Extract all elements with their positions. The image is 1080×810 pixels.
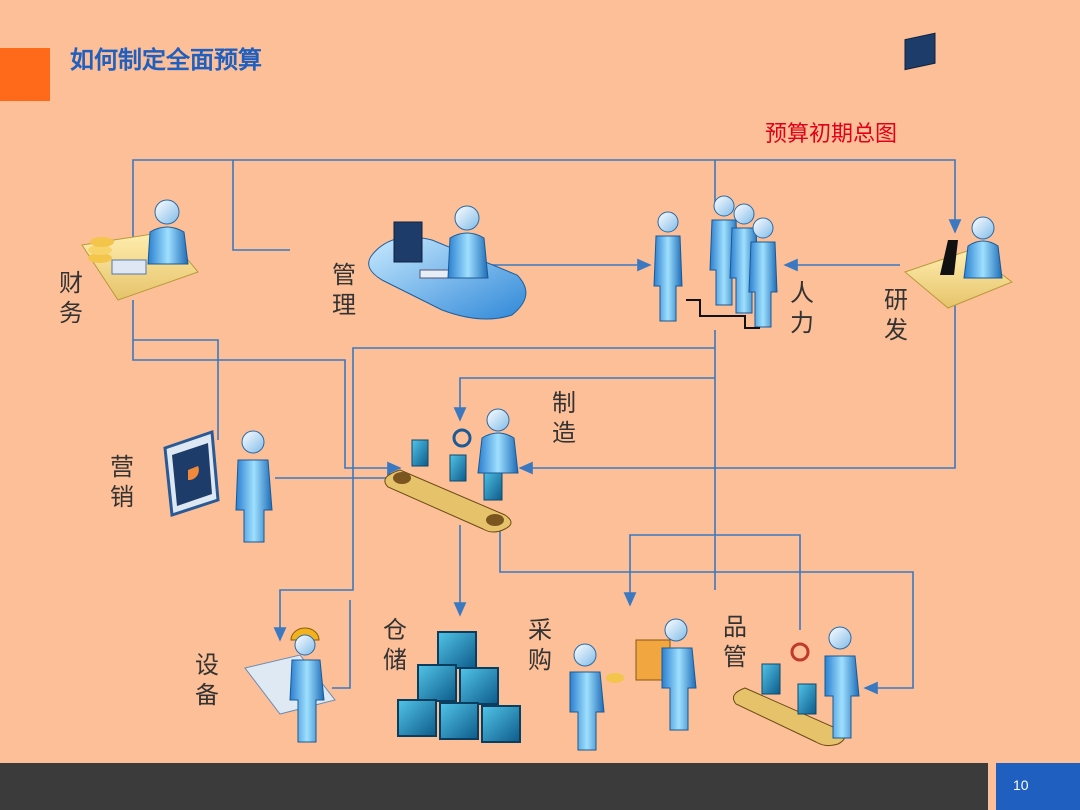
purchasing-figure — [569, 618, 697, 751]
connector-lines — [132, 159, 962, 695]
node-label-manufacturing: 制造 — [552, 389, 576, 447]
page-number: 10 — [1013, 777, 1029, 793]
node-label-purchasing: 采购 — [528, 616, 552, 674]
node-label-rnd: 研发 — [884, 286, 908, 344]
footer-bar — [0, 763, 1080, 810]
hr-figures — [653, 195, 778, 329]
node-label-equipment: 设备 — [195, 651, 219, 709]
node-label-warehouse: 仓储 — [383, 616, 407, 674]
accent-square — [0, 48, 50, 101]
footer-separator — [988, 763, 996, 810]
node-label-marketing: 营销 — [110, 453, 134, 511]
node-label-hr: 人力 — [790, 279, 814, 337]
management-figure — [368, 205, 527, 320]
page-number-box — [996, 763, 1080, 810]
node-label-quality: 品管 — [723, 613, 747, 671]
finance-figure — [81, 199, 199, 301]
warehouse-figure — [397, 631, 521, 743]
rnd-figure — [903, 32, 1014, 309]
manufacturing-figure — [384, 408, 519, 533]
node-label-finance: 财务 — [59, 269, 83, 327]
equipment-figure — [244, 627, 336, 743]
diagram-subtitle: 预算初期总图 — [765, 122, 898, 147]
marketing-figure — [163, 429, 273, 543]
quality-figure — [733, 626, 860, 747]
page-title: 如何制定全面预算 — [70, 45, 262, 74]
node-label-management: 管理 — [332, 261, 356, 319]
